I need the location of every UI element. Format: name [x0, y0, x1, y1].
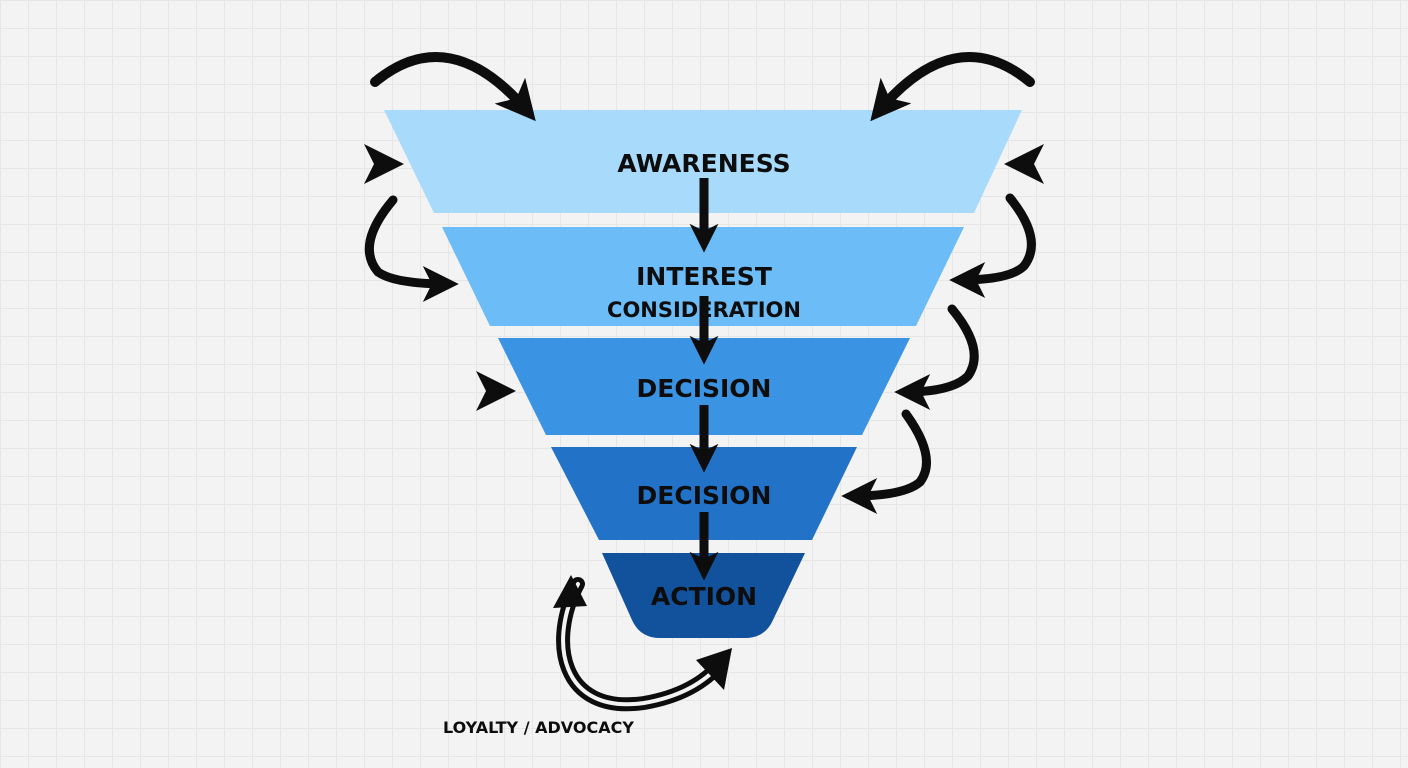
stage-label-interest: INTEREST — [636, 262, 772, 291]
side-inflow-arrows — [318, 144, 1090, 411]
curved-arrow-right-decision-2 — [841, 409, 931, 514]
stage-label-decision-2: DECISION — [637, 481, 772, 510]
stage-label-action: ACTION — [651, 582, 757, 611]
stage-label-awareness: AWARENESS — [617, 149, 790, 178]
stage-decision-1 — [498, 338, 910, 435]
curved-arrow-right-decision-1 — [894, 304, 979, 410]
curved-side-arrows — [364, 193, 1036, 514]
curved-arrow-left-interest — [364, 195, 459, 302]
stage-label-decision-1: DECISION — [637, 374, 772, 403]
curved-arrow-right-interest — [949, 193, 1036, 298]
loop-arrowhead-right — [696, 648, 732, 690]
stage-action — [602, 553, 805, 638]
curved-arrow-top-left — [370, 52, 536, 122]
curved-arrow-top-right — [870, 52, 1035, 122]
stage-awareness — [384, 110, 1022, 213]
loop-arrowhead-up — [553, 575, 587, 608]
funnel-stages — [384, 110, 1022, 638]
top-inflow-arrows — [370, 52, 1035, 122]
stage-labels: AWARENESS INTEREST CONSIDERATION DECISIO… — [607, 149, 801, 611]
stage-decision-2 — [551, 447, 857, 540]
stage-interest-consideration — [442, 227, 964, 326]
loyalty-loop-arrow — [553, 575, 732, 712]
loyalty-advocacy-label: LOYALTY / ADVOCACY — [443, 718, 634, 737]
stage-label-consideration: CONSIDERATION — [607, 298, 801, 322]
